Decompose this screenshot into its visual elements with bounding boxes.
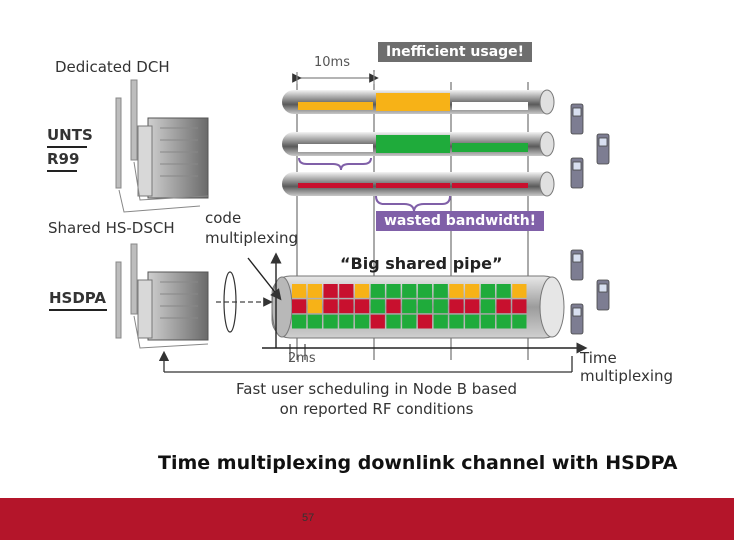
hsdpa-axes xyxy=(262,252,588,360)
hsdpa-allocation-grid xyxy=(292,284,527,329)
grid-cell xyxy=(339,299,354,314)
grid-cell xyxy=(370,314,385,329)
label-fast-scheduling: Fast user scheduling in Node B based on … xyxy=(236,380,518,418)
footer-bar: 57 xyxy=(0,498,734,540)
grid-cell xyxy=(354,284,370,298)
big-shared-pipe-label: “Big shared pipe” xyxy=(340,254,503,273)
grid-cell xyxy=(512,284,527,298)
grid-cell xyxy=(496,314,511,329)
grid-cell xyxy=(354,314,370,329)
grid-cell xyxy=(339,284,354,298)
grid-cell xyxy=(449,314,464,329)
grid-cell xyxy=(370,299,385,314)
grid-cell xyxy=(370,284,385,298)
grid-cell xyxy=(480,314,496,329)
grid-cell xyxy=(465,284,480,298)
label-dedicated-dch: Dedicated DCH xyxy=(55,58,170,76)
grid-cell xyxy=(323,314,338,329)
grid-cell xyxy=(512,299,527,314)
pipe-1 xyxy=(282,89,555,115)
label-r99: R99 xyxy=(47,150,80,168)
phones-top xyxy=(570,103,610,189)
slide-caption: Time multiplexing downlink channel with … xyxy=(158,452,678,474)
grid-cell xyxy=(323,299,338,314)
label-code-multiplexing: code multiplexing xyxy=(205,209,299,247)
grid-cell xyxy=(292,284,307,298)
grid-cell xyxy=(449,284,464,298)
grid-cell xyxy=(402,284,417,298)
label-time-multiplexing: Time multiplexing xyxy=(580,349,674,385)
grid-cell xyxy=(386,299,401,314)
grid-cell xyxy=(386,314,401,329)
code-multiplex-arrow xyxy=(247,257,282,301)
r99-underline xyxy=(47,170,77,172)
grid-cell xyxy=(417,299,433,314)
label-unts: UNTS xyxy=(47,126,93,144)
pipe-3 xyxy=(282,171,555,197)
grid-cell xyxy=(512,314,527,329)
grid-cell xyxy=(465,314,480,329)
label-2ms: 2ms xyxy=(288,351,316,366)
grid-cell xyxy=(465,299,480,314)
label-hsdpa: HSDPA xyxy=(49,289,107,307)
node-b-hsdpa xyxy=(115,243,209,349)
feedback-arrow xyxy=(158,350,573,373)
unts-underline xyxy=(47,146,87,148)
grid-cell xyxy=(402,299,417,314)
grid-cell xyxy=(433,314,448,329)
page-number: 57 xyxy=(302,512,315,524)
code-ellipse xyxy=(223,271,237,333)
grid-cell xyxy=(480,284,496,298)
grid-cell xyxy=(386,284,401,298)
grid-cell xyxy=(354,299,370,314)
inefficient-usage-tag: Inefficient usage! xyxy=(378,42,533,62)
grid-cell xyxy=(449,299,464,314)
node-b-dedicated xyxy=(115,79,209,213)
grid-cell xyxy=(402,314,417,329)
pipe-2 xyxy=(282,131,555,157)
grid-cell xyxy=(323,284,338,298)
grid-cell xyxy=(433,284,448,298)
grid-cell xyxy=(292,314,307,329)
grid-cell xyxy=(292,299,307,314)
grid-cell xyxy=(307,284,322,298)
label-10ms: 10ms xyxy=(314,55,350,70)
hsdpa-diagram xyxy=(115,70,610,373)
phones-bottom xyxy=(570,249,610,335)
grid-cell xyxy=(496,299,511,314)
grid-cell xyxy=(433,299,448,314)
grid-cell xyxy=(339,314,354,329)
grid-cell xyxy=(496,284,511,298)
grid-cell xyxy=(307,314,322,329)
grid-cell xyxy=(417,284,433,298)
label-shared-hs-dsch: Shared HS-DSCH xyxy=(48,219,175,237)
hsdpa-underline xyxy=(49,309,107,311)
ten-ms-bracket xyxy=(292,72,379,84)
grid-cell xyxy=(307,299,322,314)
grid-cell xyxy=(480,299,496,314)
grid-cell xyxy=(417,314,433,329)
wasted-bandwidth-tag: wasted bandwidth! xyxy=(376,211,545,231)
